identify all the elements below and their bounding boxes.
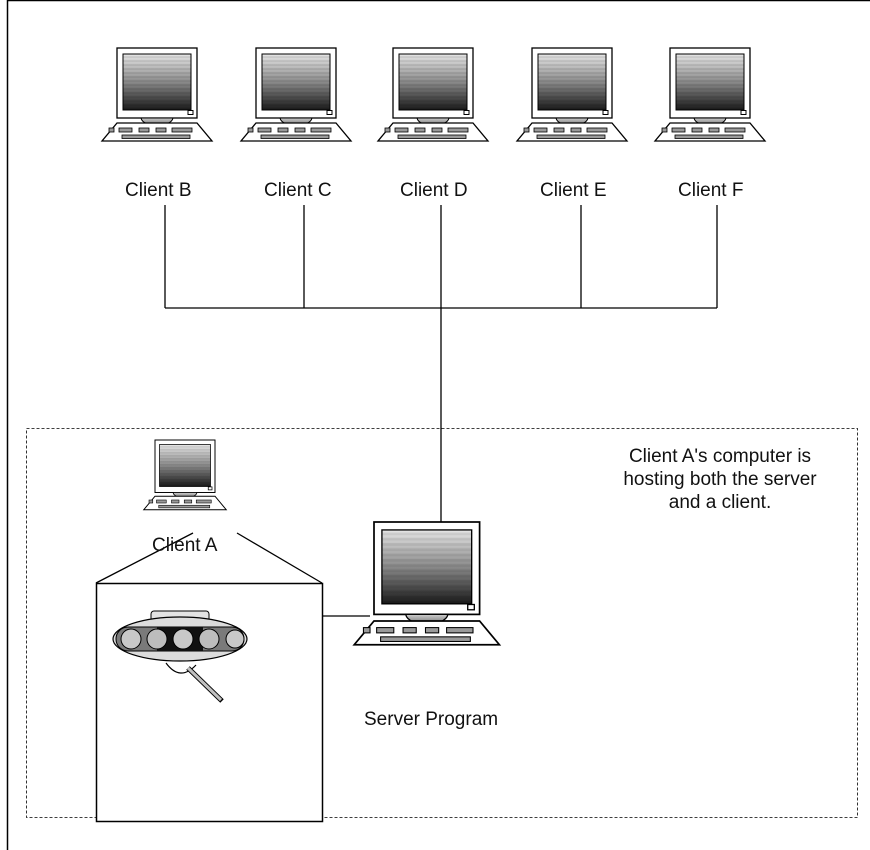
client-a-label: Client A: [152, 535, 218, 556]
host-note-line-3: and a client.: [668, 492, 772, 513]
client-a-computer-icon: [143, 439, 227, 511]
client-c-computer-icon: [240, 47, 352, 142]
host-boundary: [26, 428, 858, 818]
client-d-label: Client D: [400, 180, 468, 201]
client-f-computer-icon: [654, 47, 766, 142]
network-lines: [95, 205, 718, 617]
client-b-computer-icon: [101, 47, 213, 142]
client-c-label: Client C: [264, 180, 332, 201]
client-e-label: Client E: [540, 180, 607, 201]
client-f-label: Client F: [678, 180, 744, 201]
figure-frame: [6, 0, 870, 850]
host-note-line-1: Client A's computer is: [628, 446, 812, 467]
host-note: Client A's computer is hosting both the …: [595, 445, 845, 514]
host-note-line-2: hosting both the server: [623, 469, 817, 490]
client-e-computer-icon: [516, 47, 628, 142]
client-b-label: Client B: [125, 180, 192, 201]
server-computer-icon: [353, 521, 501, 646]
server-program-label: Server Program: [364, 709, 499, 730]
client-d-computer-icon: [377, 47, 489, 142]
communicator-device-icon: [112, 610, 248, 703]
